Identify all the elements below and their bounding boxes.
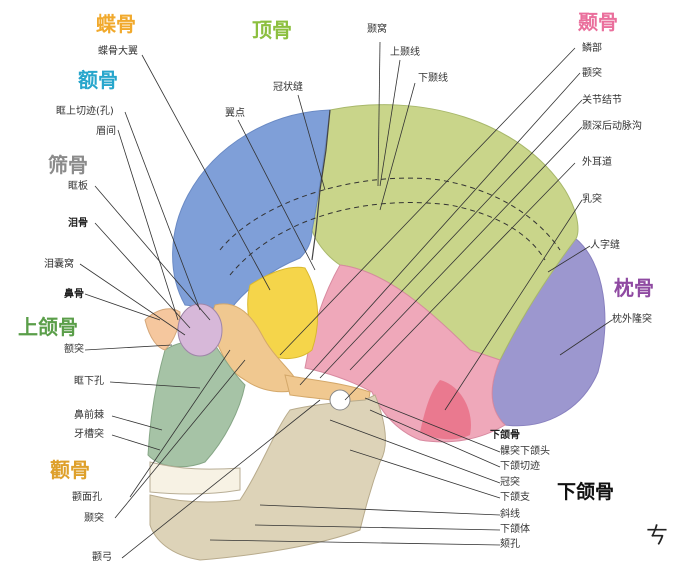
label-superior-temporal-line: 上颞线 <box>390 47 420 58</box>
title-maxilla: 上颌骨 <box>18 315 78 339</box>
temporal-lines-inner <box>229 202 546 276</box>
label-oblique-line: 斜线 <box>500 509 520 520</box>
orbit <box>177 303 223 357</box>
label-condylar-process-head: 髁突下颌头 <box>500 446 550 457</box>
label-pterion: 翼点 <box>225 108 245 119</box>
upper-teeth <box>149 461 241 495</box>
title-ethmoid: 筛骨 <box>48 153 88 177</box>
title-parietal: 顶骨 <box>252 18 292 42</box>
label-inferior-temporal-line: 下颞线 <box>418 73 448 84</box>
label-anterior-nasal-spine: 鼻前棘 <box>74 410 104 421</box>
label-lambdoid-suture: 人字缝 <box>590 240 620 251</box>
label-coronoid-process: 冠突 <box>500 477 520 488</box>
label-infraorbital-foramen: 眶下孔 <box>74 376 104 387</box>
label-groove-deep-temporal-artery: 颞深后动脉沟 <box>582 121 642 132</box>
label-sphenoid-greater-wing: 蝶骨大翼 <box>98 46 138 57</box>
label-lacrimal-bone: 泪骨 <box>68 218 88 229</box>
label-mastoid-process: 乳突 <box>582 194 602 205</box>
label-frontal-process: 额突 <box>64 344 84 355</box>
label-zygomatic-process: 颧突 <box>582 68 602 79</box>
label-mandible-header: 下颌骨 <box>490 430 520 441</box>
nasal-bone <box>144 308 181 351</box>
label-squamous-part: 鳞部 <box>582 43 602 54</box>
label-lacrimal-fossa: 泪囊窝 <box>44 259 74 270</box>
label-mental-foramen: 颏孔 <box>500 539 520 550</box>
label-temporal-fossa: 颞窝 <box>367 24 387 35</box>
mandible-bone <box>149 394 386 561</box>
title-temporal: 颞骨 <box>578 10 618 34</box>
coronal-suture <box>311 109 331 261</box>
label-orbital-plate: 眶板 <box>68 181 88 192</box>
label-temporal-process: 颞突 <box>84 513 104 524</box>
label-coronal-suture: 冠状缝 <box>273 82 303 93</box>
leader-lines <box>79 41 613 559</box>
label-zygomaticofacial-foramen: 颧面孔 <box>72 492 102 503</box>
label-zygomatic-arch: 颧弓 <box>92 552 112 563</box>
label-nasal-bone: 鼻骨 <box>64 289 84 300</box>
label-mandibular-notch: 下颌切迹 <box>500 461 540 472</box>
title-zygomatic: 颧骨 <box>50 458 90 482</box>
title-occipital: 枕骨 <box>614 276 654 300</box>
external-acoustic-meatus-opening <box>329 389 351 411</box>
label-external-occipital-protuberance: 枕外隆突 <box>612 314 652 325</box>
label-ramus: 下颌支 <box>500 492 530 503</box>
artist-signature: ㄘ <box>646 524 669 549</box>
frontal-bone <box>172 109 331 311</box>
title-mandible: 下颌骨 <box>557 481 615 503</box>
label-supraorbital-notch: 眶上切迹(孔) <box>56 106 114 117</box>
label-glabella: 眉间 <box>96 126 116 137</box>
label-body-of-mandible: 下颌体 <box>500 524 530 535</box>
label-articular-tubercle: 关节结节 <box>582 95 622 106</box>
title-frontal: 额骨 <box>78 68 118 92</box>
title-sphenoid: 蝶骨 <box>96 12 136 36</box>
label-external-acoustic-meatus: 外耳道 <box>582 157 612 168</box>
label-alveolar-process: 牙槽突 <box>74 429 104 440</box>
